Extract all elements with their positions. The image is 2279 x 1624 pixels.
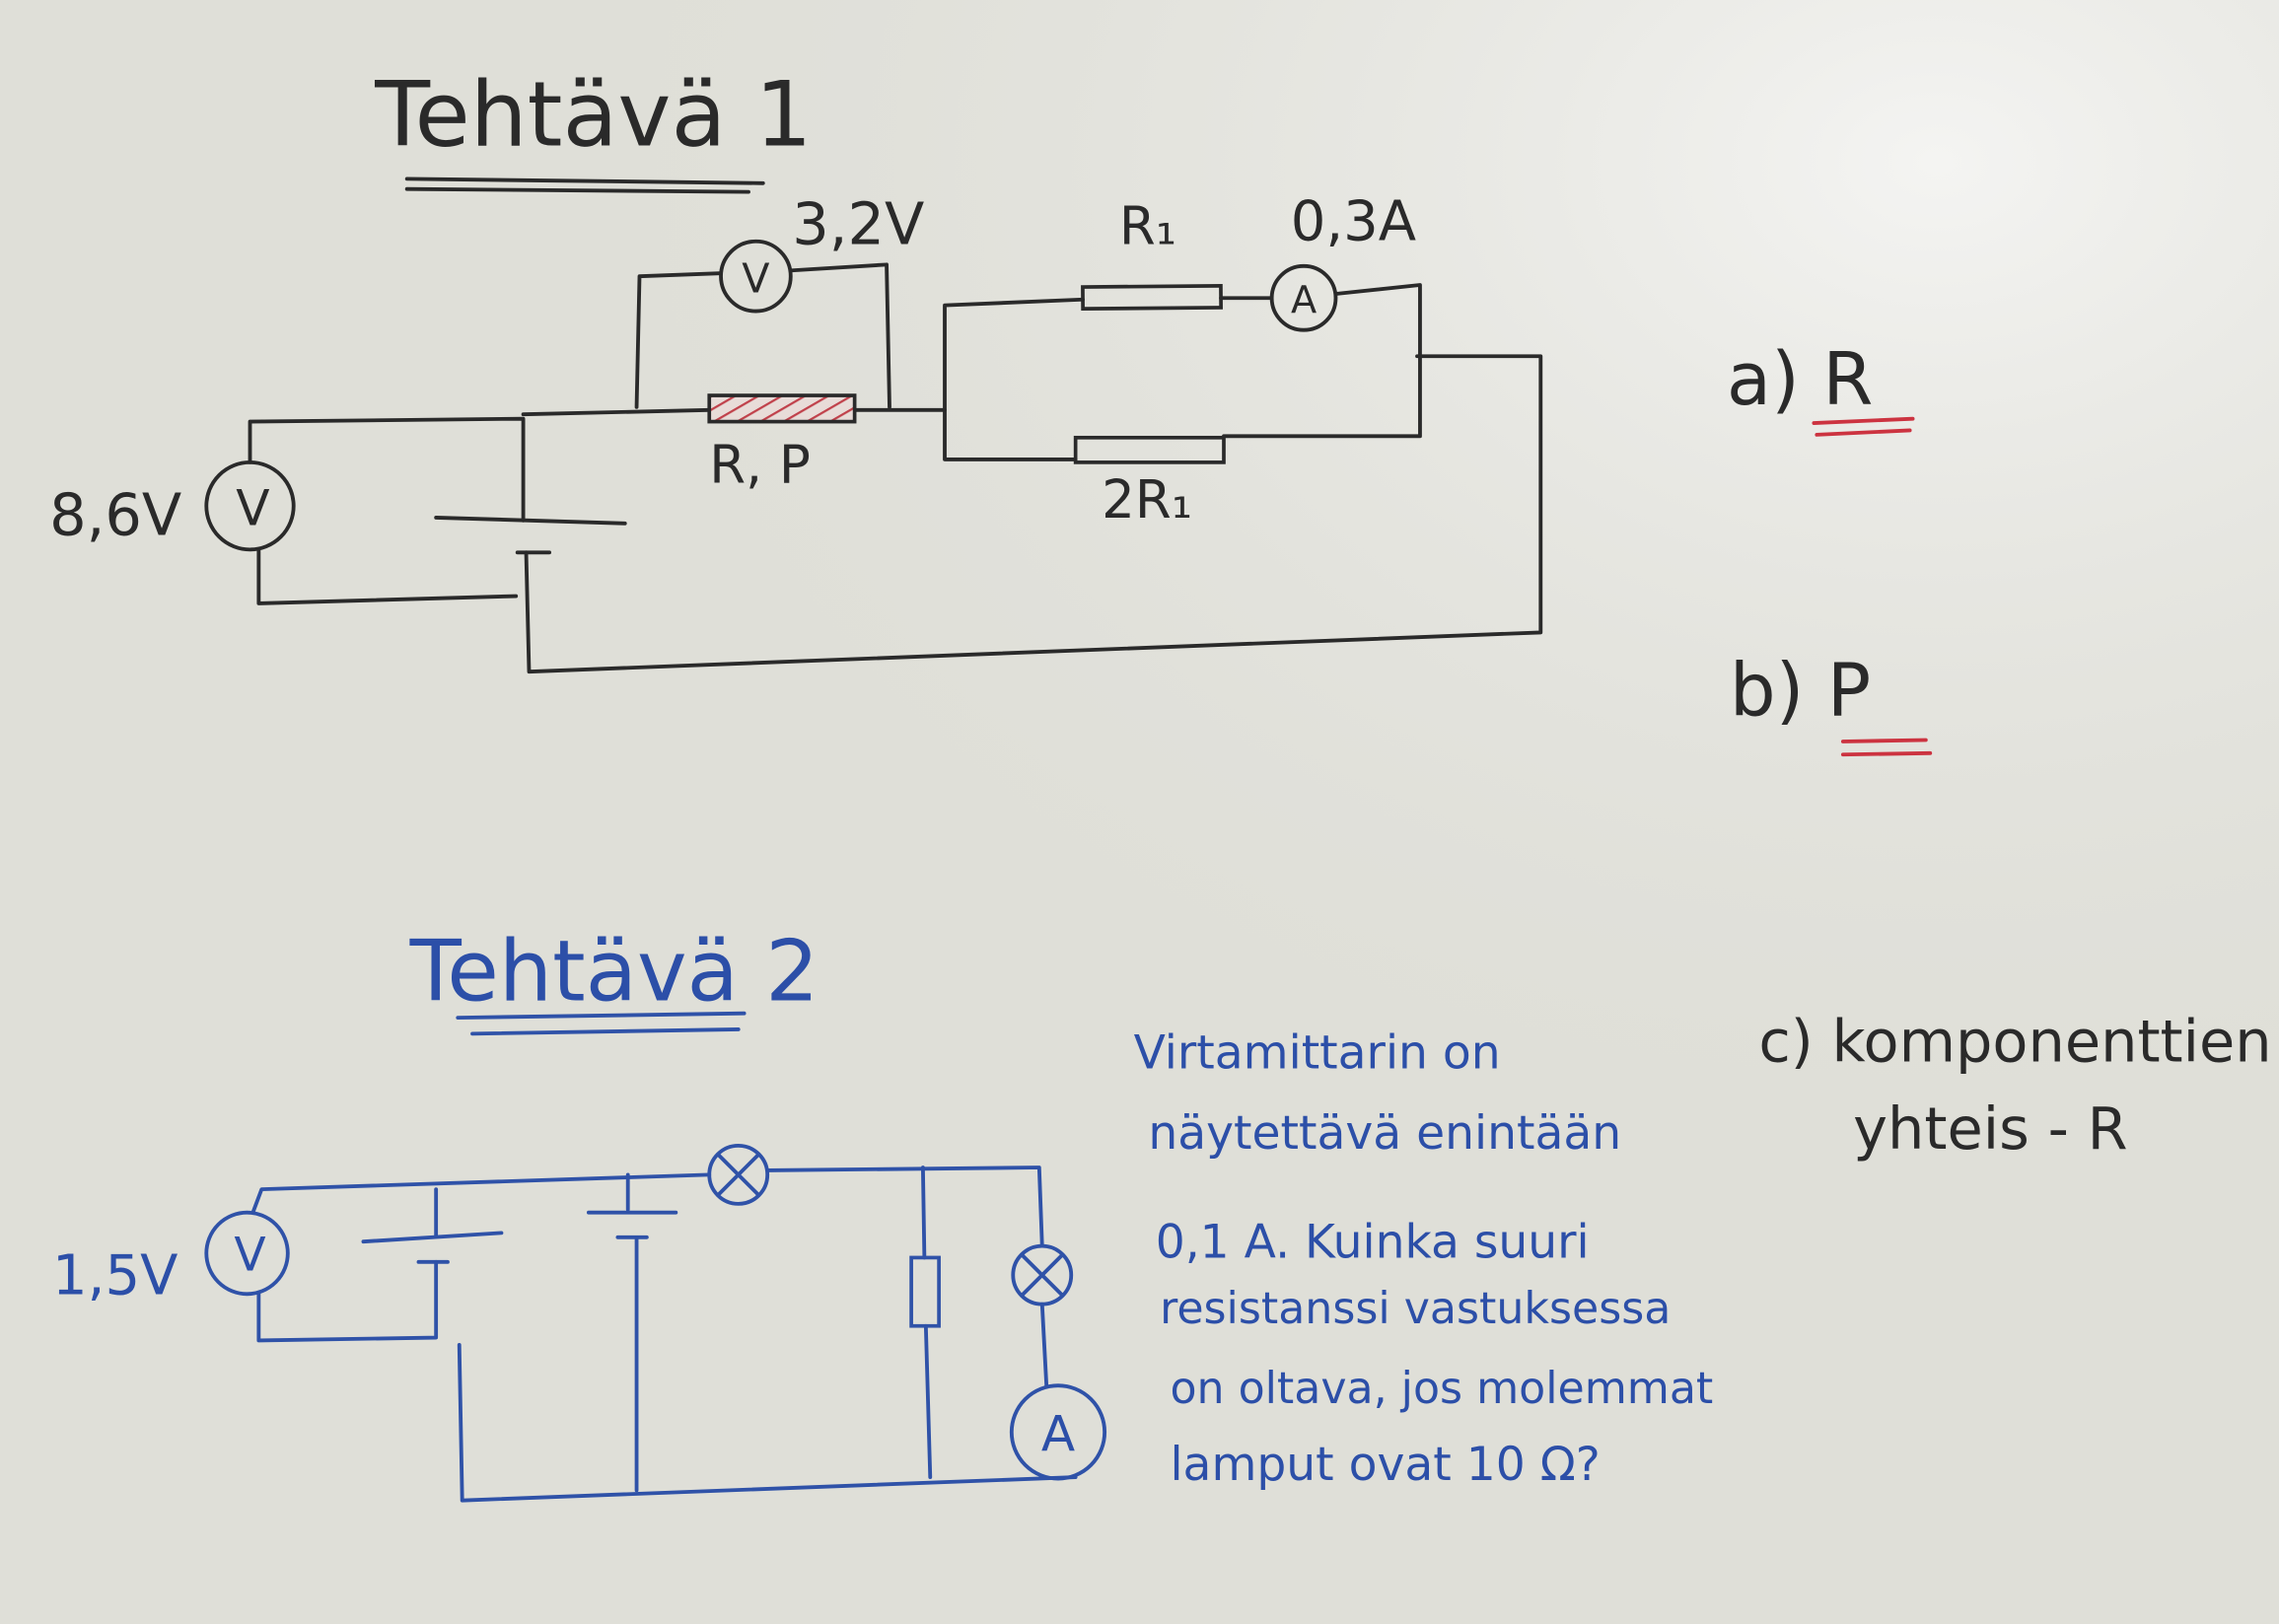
svg-text:c) komponenttien: c) komponenttien bbox=[1758, 1007, 2271, 1075]
wire bbox=[521, 407, 947, 417]
voltmeter-resistor-icon bbox=[719, 239, 793, 314]
task2-title: Tehtävä 2 bbox=[409, 923, 819, 1036]
svg-text:V: V bbox=[234, 1229, 265, 1283]
wire bbox=[943, 283, 1422, 461]
task1-questions: a) R b) P c) komponenttien yhteis - R bbox=[1727, 338, 2272, 1163]
wire bbox=[250, 1165, 1049, 1388]
resistor-r1 bbox=[1081, 283, 1223, 312]
svg-text:R₁: R₁ bbox=[1119, 196, 1176, 257]
wire bbox=[625, 1172, 639, 1493]
svg-text:R, P: R, P bbox=[709, 435, 811, 496]
wire bbox=[248, 416, 526, 523]
wire bbox=[634, 262, 891, 409]
task2-question: Virtamittarin on näytettävä enintään 0,1… bbox=[1134, 1026, 1714, 1492]
wire bbox=[457, 1342, 1078, 1503]
battery-icon bbox=[361, 1231, 504, 1264]
wire bbox=[256, 1259, 439, 1343]
task2-circuit: A V 1,5V bbox=[52, 1143, 1107, 1503]
voltmeter-icon bbox=[204, 1210, 290, 1297]
svg-text:b) P: b) P bbox=[1730, 649, 1871, 733]
lamp-icon bbox=[707, 1143, 770, 1206]
ammeter-icon bbox=[1009, 1383, 1107, 1481]
svg-text:A: A bbox=[1291, 278, 1317, 322]
task1-circuit: V 3,2V A R₁ 0,3A R, P 2R₁ V 8,6V bbox=[49, 189, 1543, 674]
resistor bbox=[909, 1255, 941, 1328]
svg-text:yhteis - R: yhteis - R bbox=[1853, 1094, 2127, 1163]
wire bbox=[524, 354, 1543, 674]
svg-text:A: A bbox=[1041, 1405, 1075, 1463]
svg-text:0,3A: 0,3A bbox=[1291, 189, 1416, 253]
svg-text:V: V bbox=[742, 254, 769, 302]
wire bbox=[256, 547, 519, 605]
svg-text:on oltava, jos molemmat: on oltava, jos molemmat bbox=[1170, 1364, 1713, 1414]
resistor-2r1 bbox=[1073, 435, 1226, 464]
task1-title: Tehtävä 1 bbox=[374, 61, 813, 194]
resistor-rp bbox=[707, 393, 857, 424]
svg-text:näytettävä enintään: näytettävä enintään bbox=[1148, 1106, 1621, 1161]
svg-text:0,1 A. Kuinka suuri: 0,1 A. Kuinka suuri bbox=[1156, 1215, 1590, 1269]
battery-icon bbox=[434, 515, 627, 555]
lamp-icon bbox=[1011, 1243, 1074, 1306]
svg-text:Tehtävä 2: Tehtävä 2 bbox=[409, 923, 819, 1021]
ammeter-icon bbox=[1269, 263, 1338, 332]
wire bbox=[920, 1165, 933, 1479]
svg-text:2R₁: 2R₁ bbox=[1102, 469, 1192, 530]
svg-text:a) R: a) R bbox=[1727, 338, 1873, 422]
svg-text:lamput ovat 10 Ω?: lamput ovat 10 Ω? bbox=[1170, 1438, 1600, 1492]
voltmeter-source-icon bbox=[204, 459, 296, 552]
svg-text:8,6V: 8,6V bbox=[49, 481, 181, 549]
svg-text:1,5V: 1,5V bbox=[52, 1243, 178, 1307]
svg-text:resistanssi vastuksessa: resistanssi vastuksessa bbox=[1160, 1284, 1671, 1334]
svg-text:Virtamittarin on: Virtamittarin on bbox=[1134, 1026, 1501, 1081]
svg-text:V: V bbox=[236, 478, 269, 536]
battery-icon bbox=[586, 1210, 678, 1239]
svg-text:Tehtävä 1: Tehtävä 1 bbox=[374, 61, 812, 167]
svg-text:3,2V: 3,2V bbox=[792, 190, 924, 258]
